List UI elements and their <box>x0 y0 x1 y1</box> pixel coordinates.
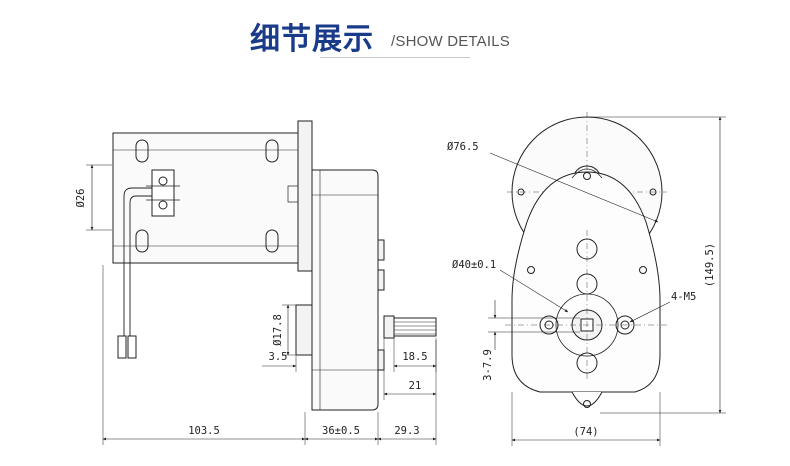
dim-shaft-total: 21 <box>409 380 422 392</box>
front-view <box>488 112 726 446</box>
dim-motor-diameter: Ø76.5 <box>447 141 479 153</box>
gearbox-plate <box>511 171 661 393</box>
mount-flange <box>297 120 313 272</box>
slot-upper-left <box>135 139 149 163</box>
output-shaft <box>393 317 437 337</box>
wire-terminal-1 <box>117 335 127 359</box>
slot-lower-left <box>135 229 149 253</box>
dim-overall-width: (74) <box>573 426 598 438</box>
page-header: 细节展示 /SHOW DETAILS <box>0 0 790 62</box>
dim-pilot-diameter: Ø40±0.1 <box>452 259 496 271</box>
dim-output-overall: 29.3 <box>394 425 419 437</box>
header-divider <box>320 57 470 58</box>
gearbox-body <box>311 169 379 411</box>
page-title: 细节展示 <box>250 22 374 57</box>
dim-boss-height: 3.5 <box>269 351 288 363</box>
dim-gearbox-width: 36±0.5 <box>322 425 360 437</box>
dim-mount-holes: 4-M5 <box>671 291 696 303</box>
dim-shaft-diameter: Ø17.8 <box>272 314 284 346</box>
side-view <box>86 120 437 445</box>
slot-upper-right <box>265 139 279 163</box>
terminal-bracket <box>151 169 175 217</box>
rear-boss <box>295 304 313 356</box>
dim-overall-height: (149.5) <box>704 243 716 287</box>
page-subtitle: /SHOW DETAILS <box>391 33 511 50</box>
dim-motor-length: 103.5 <box>188 425 220 437</box>
slot-lower-right <box>265 229 279 253</box>
dim-body-diameter: Ø26 <box>75 189 87 208</box>
motor-body <box>112 132 299 264</box>
dim-shaft-offset: 3-7.9 <box>482 349 494 381</box>
shaft-collar <box>383 315 395 339</box>
wire-terminal-2 <box>127 335 137 359</box>
dim-shaft-length: 18.5 <box>402 351 427 363</box>
